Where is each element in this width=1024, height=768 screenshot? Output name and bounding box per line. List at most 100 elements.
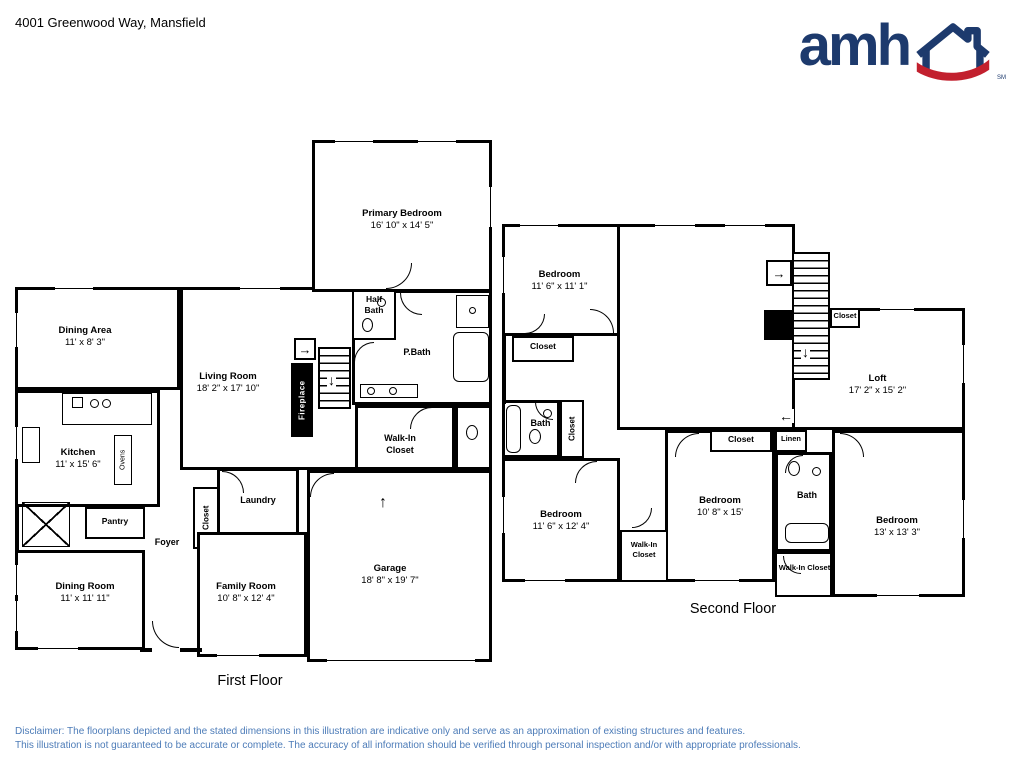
room-name: Garage xyxy=(373,563,407,574)
window xyxy=(500,257,507,293)
bath-right-label: Bath xyxy=(782,490,832,502)
bath-hall-label: Bath xyxy=(513,418,568,430)
sink-icon xyxy=(90,399,99,408)
window xyxy=(655,222,695,229)
room-dims: 18' 2" x 17' 10" xyxy=(196,383,260,395)
amh-logo-text: amh xyxy=(798,13,912,78)
room-name: Kitchen xyxy=(60,447,96,458)
counter-fixture xyxy=(72,397,83,408)
toilet-icon xyxy=(529,429,541,444)
logo-trademark: SM xyxy=(997,75,1006,81)
room-dims: 10' 8" x 15' xyxy=(696,507,744,519)
window xyxy=(695,577,739,584)
shower-drain-icon xyxy=(469,307,476,314)
half-bath-walls xyxy=(352,290,396,340)
closet-middle-label: Closet xyxy=(710,434,772,445)
window xyxy=(38,645,78,652)
sink-icon xyxy=(812,467,821,476)
disclaimer-line-1: Disclaimer: The floorplans depicted and … xyxy=(15,726,746,737)
foyer-label: Foyer xyxy=(137,537,197,549)
room-name: Bath xyxy=(797,490,817,500)
room-name: Laundry xyxy=(240,495,276,505)
room-name: Pantry xyxy=(101,516,129,526)
window xyxy=(55,285,93,292)
sink-icon xyxy=(102,399,111,408)
stairs-down-arrow-icon: ↓ xyxy=(327,372,336,388)
room-name: Primary Bedroom xyxy=(362,208,442,219)
room-dims: 16' 10" x 14' 5" xyxy=(370,220,434,232)
bedroom-front-walls xyxy=(502,224,620,336)
window xyxy=(13,565,20,595)
room-dims: 11' x 15' 6" xyxy=(55,459,101,471)
stairs-right-arrow-icon: → xyxy=(298,341,312,357)
laundry-label: Laundry xyxy=(217,495,299,507)
room-name: Bedroom xyxy=(876,515,918,526)
room-dims: 10' 8" x 12' 4" xyxy=(217,593,275,605)
amh-house-icon xyxy=(916,23,990,81)
room-name: Half Bath xyxy=(364,294,384,316)
stairs-direction-box: → xyxy=(766,260,792,286)
room-name: Bedroom xyxy=(699,495,741,506)
sink-icon xyxy=(377,298,386,307)
stairs-direction-box: → xyxy=(294,338,316,360)
garage-walls xyxy=(307,470,492,662)
bathtub-icon xyxy=(453,332,489,382)
linen-label: Linen xyxy=(775,434,807,444)
room-dims: 18' 8" x 19' 7" xyxy=(361,575,419,587)
room-dims: 17' 2" x 15' 2" xyxy=(848,385,907,397)
chase-black-box xyxy=(764,310,792,340)
garage-door xyxy=(327,657,475,664)
window xyxy=(335,138,373,145)
garage-up-arrow-icon: ↑ xyxy=(378,494,388,511)
staircase-upper xyxy=(792,252,830,380)
room-name: P.Bath xyxy=(403,347,431,357)
shower-icon xyxy=(456,295,489,328)
room-name: Bedroom xyxy=(540,509,582,520)
window xyxy=(960,345,967,383)
window xyxy=(520,222,558,229)
room-name: Closet xyxy=(530,341,556,351)
room-name: Foyer xyxy=(154,537,180,547)
room-name: Closet xyxy=(833,311,857,320)
window xyxy=(487,187,494,227)
first-floor-caption: First Floor xyxy=(217,673,283,689)
room-name: Living Room xyxy=(199,371,257,382)
window xyxy=(525,577,565,584)
primary-bath-label: P.Bath xyxy=(386,347,448,359)
second-floor-caption: Second Floor xyxy=(689,601,777,617)
closet-front-label: Closet xyxy=(512,341,574,352)
half-bath-label: Half Bath xyxy=(357,294,391,316)
bathtub-icon xyxy=(785,523,829,543)
room-name: Dining Area xyxy=(58,325,112,336)
closet-stairs-walls xyxy=(830,308,860,328)
toilet-icon xyxy=(362,318,373,332)
hall-left-arrow-icon: ← xyxy=(778,408,794,424)
amh-logo: amh SM xyxy=(798,13,1006,84)
sink-icon xyxy=(367,387,375,395)
linen-walls xyxy=(775,430,807,452)
pantry-label: Pantry xyxy=(85,516,145,527)
dining-area-walls xyxy=(15,287,180,390)
sink-icon xyxy=(389,387,397,395)
closet-hall-label: Closet xyxy=(567,416,577,442)
walk-in-closet-left-label: Walk-In Closet xyxy=(620,540,668,560)
window xyxy=(13,427,20,459)
room-name: Bath xyxy=(530,418,551,428)
window xyxy=(877,592,919,599)
room-name: Linen xyxy=(781,434,801,443)
stairs-right-arrow-icon: → xyxy=(772,265,786,281)
bathtub-icon xyxy=(506,405,521,453)
room-dims: 11' 6" x 12' 4" xyxy=(532,521,590,533)
